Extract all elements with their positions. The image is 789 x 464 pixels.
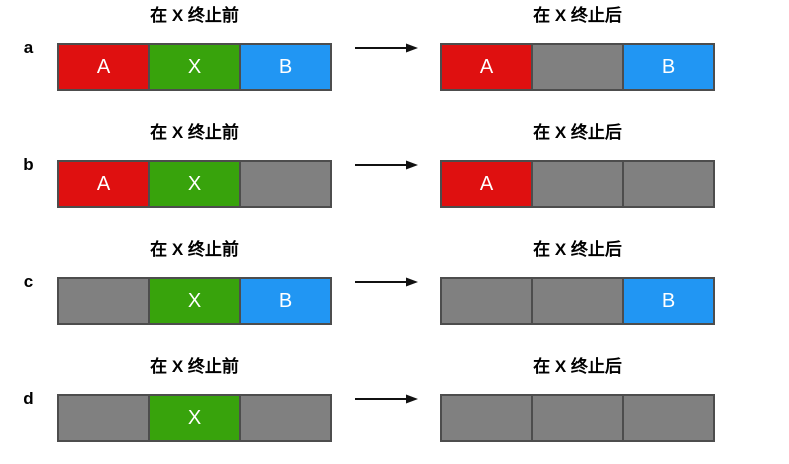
allocated-segment: A: [440, 43, 533, 91]
after-group: 在 X 终止后 B: [440, 239, 715, 325]
terminating-segment: X: [148, 394, 241, 442]
free-segment: [622, 160, 715, 208]
free-segment: [622, 394, 715, 442]
memory-bar-after: A: [440, 160, 715, 208]
free-segment: [440, 394, 533, 442]
free-segment: [57, 277, 150, 325]
memory-bar-after: [440, 394, 715, 442]
allocated-segment: B: [239, 277, 332, 325]
row-label-cell: c: [0, 239, 57, 291]
allocated-segment: B: [622, 277, 715, 325]
right-arrow-icon: [355, 160, 418, 170]
right-arrow-icon: [355, 277, 418, 287]
row-label: a: [23, 38, 34, 57]
memory-bar-before: X: [57, 394, 332, 442]
before-title: 在 X 终止前: [150, 240, 239, 259]
arrow-cell: [332, 5, 440, 53]
row-label-cell: b: [0, 122, 57, 174]
row-label-cell: d: [0, 356, 57, 408]
terminating-segment: X: [148, 277, 241, 325]
before-title: 在 X 终止前: [150, 357, 239, 376]
after-title: 在 X 终止后: [533, 357, 622, 376]
after-group: 在 X 终止后 A: [440, 122, 715, 208]
free-segment: [531, 277, 624, 325]
before-group: 在 X 终止前 X: [57, 356, 332, 442]
after-group: 在 X 终止后: [440, 356, 715, 442]
right-arrow-icon: [355, 394, 418, 404]
terminating-segment: X: [148, 160, 241, 208]
free-segment: [239, 394, 332, 442]
row-label: b: [23, 155, 34, 174]
row-label-cell: a: [0, 5, 57, 57]
arrow-cell: [332, 239, 440, 287]
allocated-segment: A: [57, 43, 150, 91]
after-title: 在 X 终止后: [533, 240, 622, 259]
after-title: 在 X 终止后: [533, 123, 622, 142]
terminating-segment: X: [148, 43, 241, 91]
before-title: 在 X 终止前: [150, 6, 239, 25]
free-segment: [440, 277, 533, 325]
free-segment: [531, 160, 624, 208]
free-segment: [57, 394, 150, 442]
allocated-segment: A: [57, 160, 150, 208]
right-arrow-icon: [355, 43, 418, 53]
memory-bar-after: B: [440, 277, 715, 325]
arrow-cell: [332, 122, 440, 170]
after-title: 在 X 终止后: [533, 6, 622, 25]
diagram-row: d 在 X 终止前 X 在 X 终止后: [0, 356, 789, 442]
row-label: c: [23, 272, 34, 291]
allocated-segment: A: [440, 160, 533, 208]
arrow-cell: [332, 356, 440, 404]
free-segment: [531, 43, 624, 91]
allocated-segment: B: [239, 43, 332, 91]
free-segment: [239, 160, 332, 208]
free-segment: [531, 394, 624, 442]
allocated-segment: B: [622, 43, 715, 91]
before-title: 在 X 终止前: [150, 123, 239, 142]
row-label: d: [23, 389, 34, 408]
